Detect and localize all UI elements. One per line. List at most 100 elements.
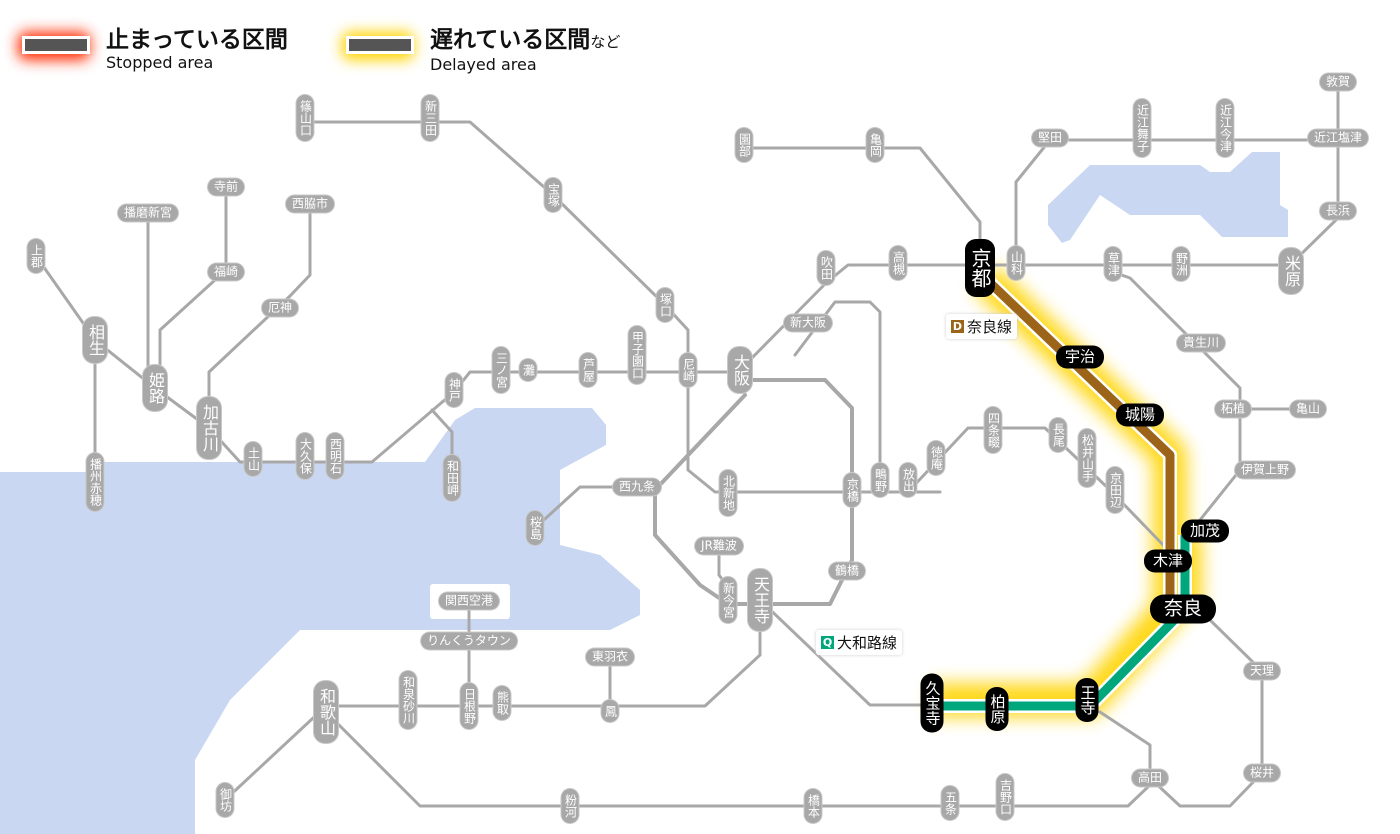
stopped-swatch <box>22 36 90 54</box>
station-normal[interactable]: 草津 <box>1104 247 1122 281</box>
station-normal[interactable]: 西脇市 <box>285 195 335 213</box>
station-normal[interactable]: 米原 <box>1279 248 1303 294</box>
station-normal[interactable]: 御坊 <box>216 783 234 817</box>
station-normal[interactable]: 新三田 <box>421 95 439 141</box>
station-normal[interactable]: 和田岬 <box>443 455 461 501</box>
sanyo-line <box>34 254 742 464</box>
station-normal[interactable]: 四条畷 <box>984 407 1002 453</box>
station-normal[interactable]: 長尾 <box>1049 418 1067 452</box>
station-normal[interactable]: 近江塩津 <box>1307 129 1369 147</box>
station-normal[interactable]: 近江今津 <box>1216 99 1234 157</box>
station-normal[interactable]: 神戸 <box>445 373 463 407</box>
station-normal[interactable]: 桜井 <box>1243 764 1281 782</box>
station-delayed[interactable]: 久宝寺 <box>920 673 944 733</box>
legend-delayed: 遅れている区間など Delayed area <box>346 26 620 74</box>
station-normal[interactable]: 大久保 <box>296 433 314 479</box>
station-normal[interactable]: 粉河 <box>561 789 579 823</box>
station-delayed[interactable]: 奈良 <box>1149 594 1217 624</box>
station-normal[interactable]: 天理 <box>1243 662 1281 680</box>
station-normal[interactable]: 和泉砂川 <box>399 671 417 729</box>
station-normal[interactable]: 放出 <box>899 463 917 497</box>
station-normal[interactable]: 北新地 <box>719 470 737 516</box>
station-normal[interactable]: JR難波 <box>695 537 743 555</box>
nara-line-badge[interactable]: D 奈良線 <box>946 314 1018 339</box>
station-normal[interactable]: 山科 <box>1007 246 1025 280</box>
station-normal[interactable]: 鶴橋 <box>828 562 866 580</box>
station-normal[interactable]: 甲子園口 <box>628 326 646 384</box>
station-normal[interactable]: 敦賀 <box>1319 73 1357 91</box>
station-normal[interactable]: 加古川 <box>197 397 221 459</box>
station-normal[interactable]: 寺前 <box>207 178 245 196</box>
station-normal[interactable]: 吉野口 <box>996 774 1014 820</box>
station-normal[interactable]: 芦屋 <box>579 353 597 387</box>
station-normal[interactable]: 西明石 <box>326 433 344 479</box>
station-normal[interactable]: 尼崎 <box>679 353 697 387</box>
station-normal[interactable]: 熊取 <box>493 686 511 720</box>
station-delayed[interactable]: 王寺 <box>1075 678 1099 722</box>
station-normal[interactable]: 高田 <box>1131 769 1169 787</box>
station-normal[interactable]: 高槻 <box>889 246 907 280</box>
stopped-label-en: Stopped area <box>106 53 214 72</box>
station-normal[interactable]: 松井山手 <box>1078 429 1096 487</box>
station-normal[interactable]: 和歌山 <box>314 681 338 743</box>
station-normal[interactable]: 亀岡 <box>866 128 884 162</box>
station-normal[interactable]: 灘 <box>519 359 537 381</box>
station-normal[interactable]: 日根野 <box>460 683 478 729</box>
station-normal[interactable]: 桜島 <box>526 511 544 545</box>
wakayama-line <box>324 710 1152 808</box>
tokaido-line <box>743 80 1340 367</box>
station-normal[interactable]: 塚口 <box>656 288 674 322</box>
station-normal[interactable]: 天王寺 <box>748 569 772 631</box>
station-normal[interactable]: 播磨新宮 <box>117 204 179 222</box>
station-normal[interactable]: 近江舞子 <box>1133 99 1151 157</box>
station-delayed[interactable]: 宇治 <box>1055 345 1105 369</box>
station-normal[interactable]: 柘植 <box>1214 400 1252 418</box>
station-normal[interactable]: 吹田 <box>817 251 835 285</box>
station-delayed[interactable]: 城陽 <box>1115 403 1165 427</box>
station-normal[interactable]: 相生 <box>83 317 107 363</box>
station-delayed[interactable]: 京都 <box>965 239 995 297</box>
station-normal[interactable]: 三ノ宮 <box>492 347 510 393</box>
station-normal[interactable]: 姫路 <box>143 365 167 411</box>
station-normal[interactable]: 播州赤穂 <box>86 453 104 511</box>
station-normal[interactable]: 西九条 <box>612 478 662 496</box>
station-normal[interactable]: 新大阪 <box>783 314 833 332</box>
station-normal[interactable]: 京橋 <box>843 473 861 507</box>
station-normal[interactable]: 土山 <box>244 442 262 476</box>
station-normal[interactable]: 篠山口 <box>296 95 314 141</box>
station-normal[interactable]: 関西空港 <box>438 592 500 610</box>
station-normal[interactable]: 徳庵 <box>927 441 945 475</box>
station-normal[interactable]: 亀山 <box>1289 400 1327 418</box>
station-normal[interactable]: 大阪 <box>728 347 752 393</box>
station-normal[interactable]: 鴫野 <box>871 463 889 497</box>
line-name: 大和路線 <box>837 634 898 652</box>
osaka-bay <box>0 408 640 834</box>
station-normal[interactable]: 京田辺 <box>1106 467 1124 513</box>
legend-stopped: 止まっている区間 Stopped area <box>22 26 288 72</box>
delayed-label-main: 遅れている区間 <box>430 27 591 53</box>
yamatoji-line-badge[interactable]: Q 大和路線 <box>816 630 903 655</box>
station-normal[interactable]: 堅田 <box>1031 129 1069 147</box>
station-normal[interactable]: 厄神 <box>261 299 299 317</box>
station-normal[interactable]: 福崎 <box>207 263 245 281</box>
station-normal[interactable]: 貴生川 <box>1176 334 1226 352</box>
station-normal[interactable]: 野洲 <box>1172 247 1190 281</box>
station-delayed[interactable]: 柏原 <box>985 687 1009 731</box>
station-normal[interactable]: 園部 <box>735 128 753 162</box>
station-delayed[interactable]: 木津 <box>1143 549 1193 573</box>
kakogawa-line <box>207 202 312 430</box>
station-normal[interactable]: 五条 <box>941 786 959 820</box>
station-normal[interactable]: 橋本 <box>804 789 822 823</box>
station-normal[interactable]: りんくうタウン <box>421 632 517 650</box>
station-normal[interactable]: 伊賀上野 <box>1234 461 1296 479</box>
station-normal[interactable]: 新今宮 <box>719 577 737 623</box>
station-normal[interactable]: 宝塚 <box>544 178 562 212</box>
station-normal[interactable]: 上郡 <box>27 239 45 273</box>
station-normal[interactable]: 長浜 <box>1319 202 1357 220</box>
line-name: 奈良線 <box>967 318 1013 336</box>
station-delayed[interactable]: 加茂 <box>1180 519 1230 543</box>
station-normal[interactable]: 東羽衣 <box>585 648 635 666</box>
gakkentoshi-line <box>906 426 1170 552</box>
station-normal[interactable]: 鳳 <box>601 700 619 722</box>
